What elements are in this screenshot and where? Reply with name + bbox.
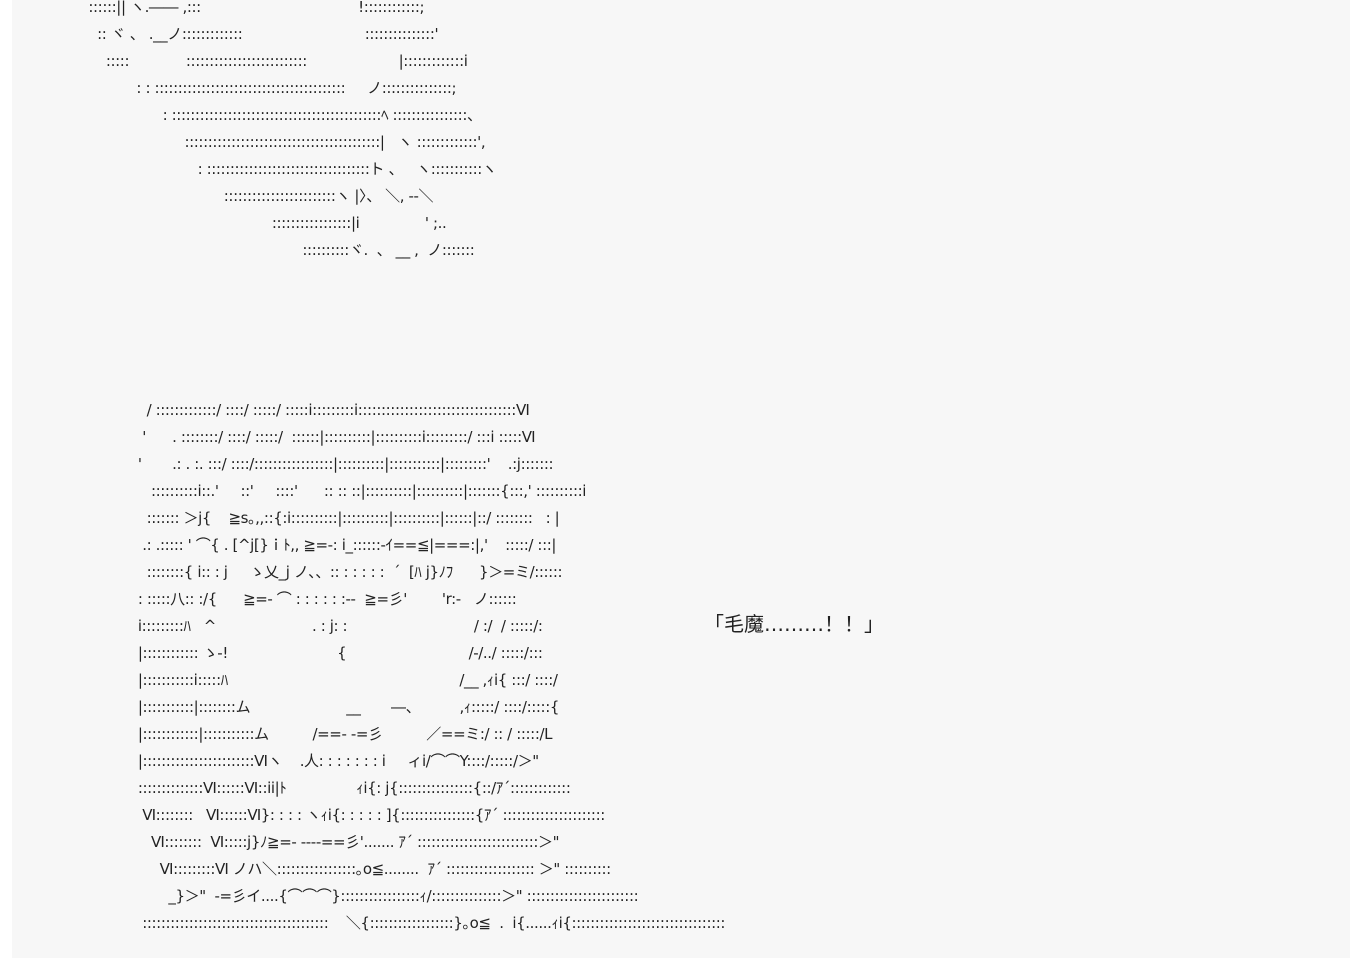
ascii-art-line: Ⅵ:::::::: Ⅵ::::::Ⅵ}: : : : ヽｨi{: : : : :…	[116, 806, 605, 824]
ascii-art-bottom: / :::::::::::::/ ::::/ :::::/ :::::i::::…	[116, 397, 726, 937]
ascii-art-line: Ⅵ:::::::::Ⅵ ノハ＼:::::::::::::::::｡o≦.....…	[116, 860, 612, 878]
ascii-art-line: :::::::::::::::::|i ' ;..	[84, 214, 447, 232]
ascii-art-line: _}＞" ‐=彡イ....{⌒⌒⌒}:::::::::::::::::ｨ/:::…	[116, 887, 639, 905]
ascii-art-line: |::::::::::::|:::::::::::ム /==‐ ‐=彡 ／==ミ…	[116, 725, 553, 743]
ascii-art-line: : :::::八:: :/{ ≧=‐ ⌒ : : : : : :‐‐ ≧=彡' …	[116, 590, 517, 608]
page-canvas: ::::::|| ヽ.―― ,::: !::::::::::::; :: ヾ 、…	[12, 0, 1350, 958]
ascii-art-line: ::::::: ＞j{ ≧s｡,,::{:i::::::::::|:::::::…	[116, 509, 560, 527]
ascii-art-line: ::::::::::::::Ⅵ::::::Ⅵ::ii|ﾄ ｨi{: j{::::…	[116, 779, 571, 797]
ascii-art-line: |:::::::::::|::::::::ム __ ―、 ,ｨ:::::/ ::…	[116, 698, 560, 716]
ascii-art-line: :: ヾ 、 .__ノ::::::::::::: :::::::::::::::…	[84, 25, 439, 43]
ascii-art-line: ::::::|| ヽ.―― ,::: !::::::::::::;	[84, 0, 425, 16]
ascii-art-line: ::::::::::i::.' ::' ::::' :: :: ::|:::::…	[116, 482, 587, 500]
ascii-art-line: ::::: :::::::::::::::::::::::::: |::::::…	[84, 52, 468, 70]
ascii-art-line: Ⅵ:::::::: Ⅵ:::::j}ﾉ≧=‐ ‐‐‐‐==彡'....... ｱ…	[116, 833, 560, 851]
ascii-art-line: .: .::::: ' ⌒{ . [^j[}ｉﾄ,, ≧=‐: i_::::::…	[116, 536, 557, 554]
ascii-art-line: : :::::::::::::::::::::::::::::::::::ト 、…	[84, 160, 497, 178]
ascii-art-line: ' .: . :. :::/ ::::/:::::::::::::::::|::…	[116, 455, 554, 473]
ascii-art-line: ' . ::::::::/ ::::/ :::::/ ::::::|::::::…	[116, 428, 536, 446]
ascii-art-line: ::::::::::::::::::::::::::::::::::::::::…	[116, 914, 726, 932]
ascii-art-line: i:::::::::ﾊ ^ . : j: : / :/ / :::::/:	[116, 617, 543, 635]
ascii-art-line: : : ::::::::::::::::::::::::::::::::::::…	[84, 79, 457, 97]
dialogue-text: 「毛魔………！！」	[704, 612, 884, 636]
ascii-art-line: |::::::::::::::::::::::::Ⅵヽ .人: : : : : …	[116, 752, 539, 770]
ascii-art-line: ::::::::::::::::::::::::ヽ |〉、 ＼, ‐‐＼	[84, 187, 434, 205]
ascii-art-line: : ::::::::::::::::::::::::::::::::::::::…	[84, 106, 482, 124]
ascii-art-line: ::::::::{ i:: : j ゝ乂_j ノ、、:: : : : : : ´…	[116, 563, 563, 581]
ascii-art-line: |:::::::::::i:::::ﾊ /__ ,ｨi{ :::/ ::::/	[116, 671, 558, 689]
ascii-art-line: ::::::::::::::::::::::::::::::::::::::::…	[84, 133, 486, 151]
ascii-art-top: ::::::|| ヽ.―― ,::: !::::::::::::; :: ヾ 、…	[84, 0, 497, 264]
ascii-art-line: / :::::::::::::/ ::::/ :::::/ :::::i::::…	[116, 401, 530, 419]
ascii-art-line: ::::::::::ヾ. 、 __ , ノ:::::::	[84, 241, 475, 259]
ascii-art-line: |:::::::::::: ゝ‐! { /‐/../ :::::/:::	[116, 644, 543, 662]
